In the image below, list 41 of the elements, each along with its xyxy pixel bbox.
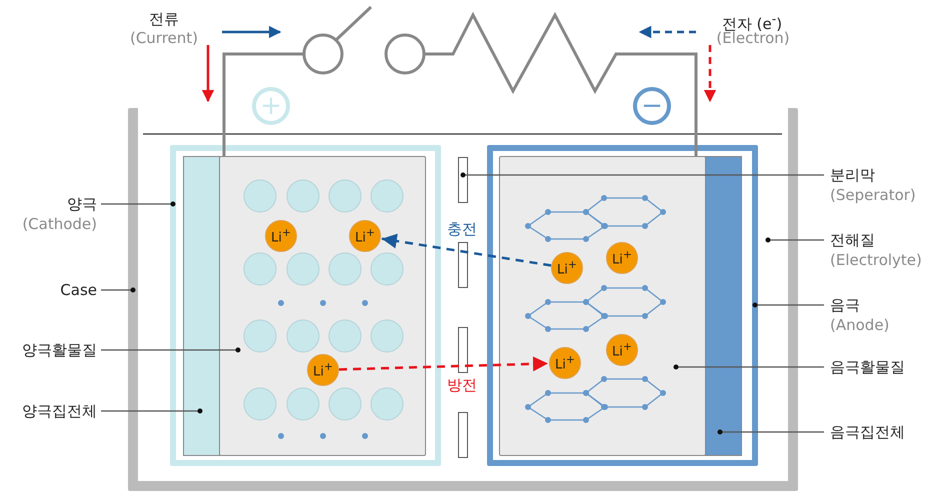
active-material-box [499, 156, 706, 456]
cathode-frame [170, 145, 441, 466]
ion-circle: Li$^{+}$ [606, 334, 638, 366]
ion-circle: Li$^{+}$ [549, 347, 581, 379]
callout-label: 양극 (Cathode) [0, 194, 97, 238]
ion-circle: Li$^{+}$ [265, 220, 297, 252]
ion-circle: Li$^{+}$ [551, 252, 583, 284]
anode-frame [487, 145, 758, 466]
heading-text: 전류 [148, 9, 180, 29]
leader-line [766, 238, 824, 242]
leader-line [101, 288, 136, 292]
current-collector [183, 156, 220, 456]
ion-circle: Li$^{+}$ [606, 242, 638, 274]
callout-label: 양극활물질 [0, 340, 97, 360]
leader-line [752, 302, 824, 308]
callout-label: 음극활물질 [830, 357, 930, 377]
callout-label: 음극 (Anode) [830, 295, 930, 339]
callout-label: 전해질 (Electrolyte) [830, 230, 930, 274]
separator-strip [458, 327, 468, 373]
current-collector [705, 156, 742, 456]
callout-label: Case [0, 280, 97, 300]
ion-circle: Li$^{+}$ [349, 220, 381, 252]
callout-label: 분리막 (Seperator) [830, 165, 930, 209]
terminal-circle: − [633, 87, 671, 125]
callout-label: 음극집전체 [830, 422, 930, 442]
arrow [382, 234, 552, 267]
leader-line [718, 430, 824, 434]
heading-text: 전자 (e$^{-}$) [722, 10, 782, 33]
leader-line [674, 364, 824, 370]
leader-line [460, 172, 824, 178]
ion-circle: Li$^{+}$ [307, 354, 339, 386]
separator-strip [458, 412, 468, 458]
leader-line [101, 348, 240, 352]
separator-strip [458, 157, 468, 203]
caption-text: (Current) [128, 28, 200, 48]
arrow [338, 356, 548, 372]
separator-strip [458, 242, 468, 288]
leader-line [101, 408, 202, 414]
terminal-circle: + [252, 87, 290, 125]
leader-line [101, 202, 176, 206]
callout-label: 양극집전체 [0, 401, 97, 421]
